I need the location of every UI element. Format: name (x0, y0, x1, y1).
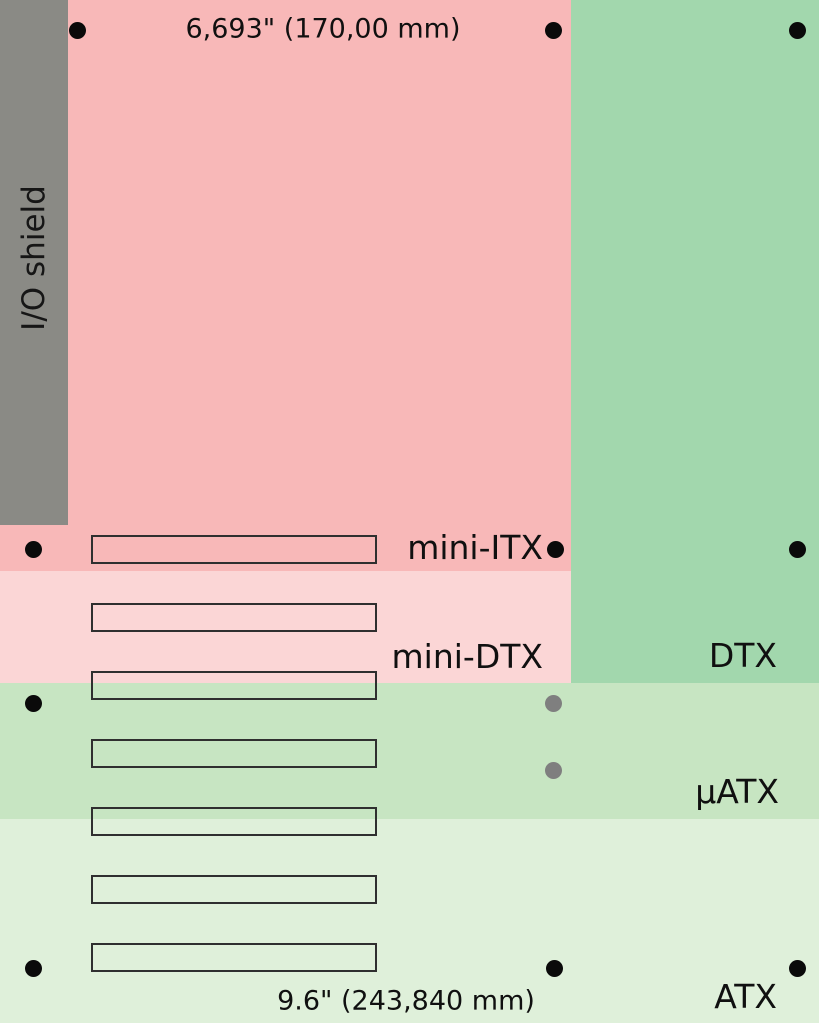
label-atx: ATX (714, 977, 777, 1017)
expansion-slot (91, 739, 377, 768)
mounting-hole (545, 695, 562, 712)
expansion-slot (91, 943, 377, 972)
mounting-hole (546, 960, 563, 977)
io-shield: I/O shield (0, 0, 68, 525)
mounting-hole (25, 695, 42, 712)
label-dtx: DTX (708, 636, 777, 676)
mounting-hole (25, 541, 42, 558)
label-mini-itx: mini-ITX (407, 528, 543, 568)
mounting-hole (547, 541, 564, 558)
expansion-slot (91, 875, 377, 904)
expansion-slot (91, 807, 377, 836)
mounting-hole (789, 960, 806, 977)
top-dimension-label: 6,693" (170,00 mm) (185, 13, 461, 45)
mounting-hole (69, 22, 86, 39)
expansion-slot (91, 603, 377, 632)
region-mini-itx (0, 0, 571, 571)
mounting-hole (789, 541, 806, 558)
mounting-hole (789, 22, 806, 39)
expansion-slot (91, 671, 377, 700)
label-uatx: µATX (695, 772, 779, 812)
mounting-hole (545, 22, 562, 39)
bottom-dimension-label: 9.6" (243,840 mm) (277, 985, 535, 1017)
expansion-slot (91, 535, 377, 564)
label-mini-dtx: mini-DTX (391, 637, 543, 677)
mounting-hole (545, 762, 562, 779)
mounting-hole (25, 960, 42, 977)
